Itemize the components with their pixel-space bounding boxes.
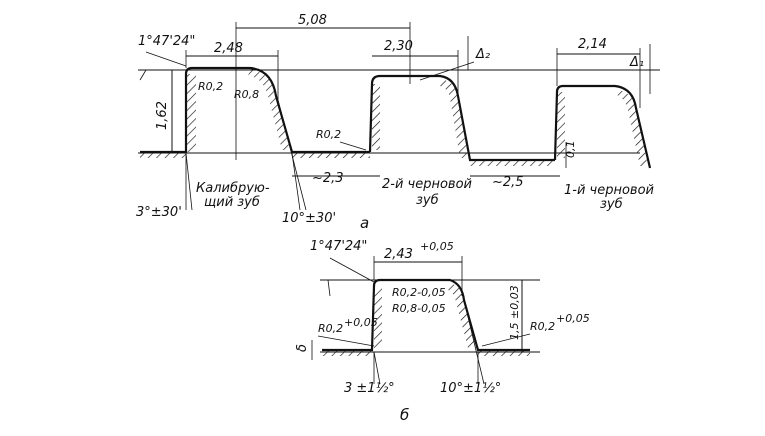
- gap2-label: ~2,5: [492, 175, 524, 190]
- b-angle-left-label: 3 ±1½°: [344, 381, 395, 396]
- pitch-label: 5,08: [298, 13, 327, 28]
- b-angle-right-label: 10°±1½°: [440, 381, 501, 396]
- b-r-top-small: R0,2-0,05: [392, 286, 446, 299]
- dim-01-label: 0,1: [564, 141, 577, 159]
- b-r-left: R0,2: [318, 322, 343, 335]
- radius-large-label: R0,8: [234, 88, 259, 101]
- delta1-label: Δ₁: [629, 55, 644, 70]
- first-roughing-tooth-profile: [553, 84, 652, 169]
- calib-caption-1: Калибрую-: [196, 181, 270, 196]
- view-b: 2,43 +0,05 1°47'24" R0,2-0,05 R0,8-0,05 …: [295, 239, 590, 424]
- b-r-left-tol: +0,05: [344, 316, 378, 329]
- angle-left-label: 3°±30': [136, 205, 182, 220]
- delta2-label: Δ₂: [475, 47, 490, 62]
- b-angle-top-label: 1°47'24": [310, 239, 367, 254]
- height-label: 1,62: [155, 101, 170, 130]
- tooth1-width-label: 2,14: [578, 37, 607, 52]
- b-r-top-large: R0,8-0,05: [392, 302, 446, 315]
- angle-right-label: 10°±30': [282, 211, 336, 226]
- b-height-label: 1,5 ±0,03: [508, 285, 521, 340]
- calibrating-tooth-profile: [140, 66, 370, 154]
- calib-caption-2: щий зуб: [204, 195, 260, 210]
- b-r-right-tol: +0,05: [556, 312, 590, 325]
- view-b-label: б: [400, 406, 409, 424]
- b-width-tol: +0,05: [420, 240, 454, 253]
- tooth2-width-label: 2,30: [384, 39, 413, 54]
- calibrating-tooth-hatch: [186, 74, 196, 152]
- b-tooth-profile: [322, 278, 530, 352]
- angle-top-label: 1°47'24": [138, 34, 195, 49]
- b-width-label: 2,43: [384, 247, 413, 262]
- view-a: 5,08 2,48 1°47'24" 2,30 Δ₂ 2,14 Δ₁ 1,62 …: [136, 13, 660, 232]
- radius-small-label: R0,2: [198, 80, 223, 93]
- view-a-label: а: [360, 214, 369, 232]
- tooth1-caption-2: зуб: [600, 197, 623, 212]
- gap1-label: ~2,3: [312, 171, 344, 186]
- tooth2-caption-1: 2-й черновой: [382, 177, 472, 192]
- calib-width-label: 2,48: [214, 41, 243, 56]
- tooth2-caption-2: зуб: [416, 193, 439, 208]
- b-r-right: R0,2: [530, 320, 555, 333]
- b-delta-label: δ: [295, 344, 310, 352]
- second-roughing-tooth-profile: [368, 74, 555, 162]
- tooth1-caption-1: 1-й черновой: [564, 183, 654, 198]
- radius-base-label: R0,2: [316, 128, 341, 141]
